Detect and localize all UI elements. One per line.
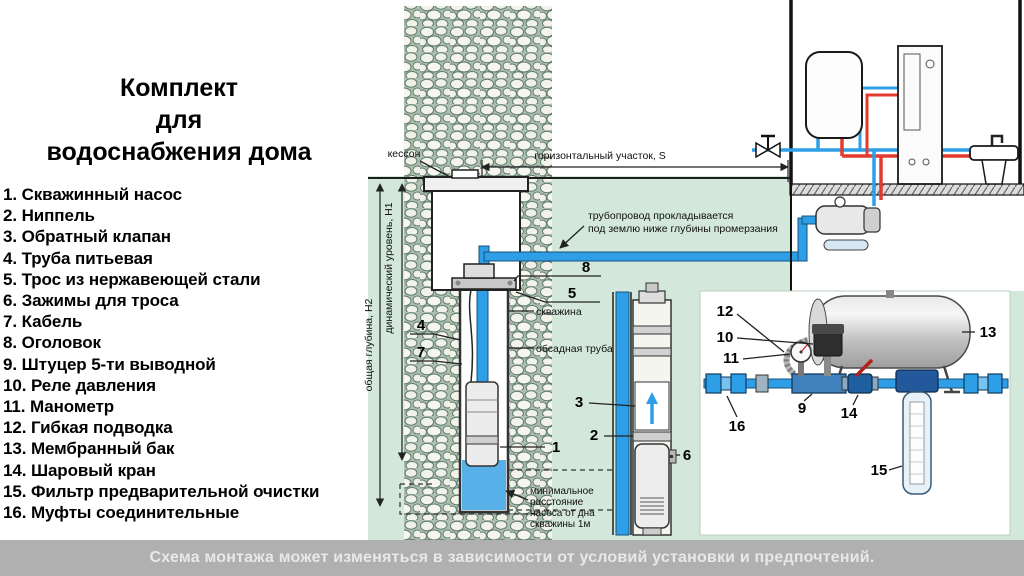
- legend-item: 15. Фильтр предварительной очистки: [3, 481, 320, 501]
- pressure-relay: [812, 324, 844, 376]
- shower-column: [897, 45, 943, 185]
- callout-10: 10: [717, 329, 734, 346]
- label-min-distance-2: расстояние: [530, 497, 584, 508]
- reference-lines: [399, 469, 613, 515]
- depth-dimensions: общая глубина, Н2 динамический уровень, …: [363, 183, 407, 507]
- diagram-labels: кессон трубопровод прокладывается под зе…: [388, 148, 778, 530]
- label-horizontal-section: горизонтальный участок, S: [534, 150, 666, 162]
- label-pipeline-2: под землю ниже глубины промерзания: [588, 223, 778, 235]
- callout-9: 9: [798, 400, 806, 417]
- legend-item: 2. Ниппель: [3, 206, 95, 226]
- legend-item: 16. Муфты соединительные: [3, 503, 240, 523]
- exterior-tap: [755, 134, 781, 159]
- callout-16: 16: [729, 418, 746, 435]
- page-title: Комплект для водоснабжения дома: [46, 74, 312, 166]
- callout-5: 5: [568, 285, 576, 302]
- legend-item: 10. Реле давления: [3, 375, 156, 395]
- pump-detail: [612, 282, 677, 536]
- legend-item: 8. Оголовок: [3, 333, 101, 353]
- legend-item: 1. Скважинный насос: [3, 185, 182, 204]
- legend-item: 11. Манометр: [3, 397, 114, 417]
- water-heater: [805, 51, 863, 139]
- callout-15: 15: [871, 462, 888, 479]
- five-way-fitting: [791, 373, 847, 394]
- horizontal-dimension: горизонтальный участок, S: [481, 150, 789, 182]
- callouts: 1 2 3 4 5 6 7 8 9 10 11 12 13: [410, 259, 996, 479]
- legend-item: 5. Трос из нержавеющей стали: [3, 269, 261, 289]
- pre-filter: [895, 369, 939, 495]
- callout-1: 1: [552, 439, 560, 456]
- label-min-distance-1: минимальное: [530, 486, 594, 497]
- label-kesson: кессон: [388, 148, 421, 160]
- nipple: [645, 282, 659, 293]
- label-pipeline-1: трубопровод прокладывается: [588, 210, 733, 222]
- callout-14: 14: [841, 405, 858, 422]
- footer-note: Схема монтажа может изменяться в зависим…: [0, 540, 1024, 576]
- house: [752, 0, 1024, 291]
- callout-3: 3: [575, 394, 583, 411]
- label-casing: обсадная труба: [536, 343, 613, 355]
- ball-valve: [841, 358, 879, 394]
- pump-station: [815, 196, 881, 251]
- label-well: скважина: [536, 306, 582, 318]
- station-gauge: [834, 196, 846, 208]
- legend-item: 6. Зажимы для троса: [3, 291, 179, 311]
- house-floor: [789, 183, 1024, 196]
- sink: [969, 134, 1019, 185]
- borehole-pump: [465, 381, 499, 467]
- label-dynamic-level: динамический уровень, Н1: [383, 202, 395, 333]
- footer-text: Схема монтажа может изменяться в зависим…: [149, 549, 875, 566]
- union-nut: [755, 374, 769, 393]
- legend-item: 12. Гибкая подводка: [3, 418, 173, 438]
- callout-6: 6: [683, 447, 691, 464]
- callout-13: 13: [980, 324, 997, 341]
- pump-cable: [468, 289, 474, 383]
- legend-item: 3. Обратный клапан: [3, 227, 171, 247]
- coupling-left: [705, 373, 747, 394]
- label-min-distance-3: насоса от дна: [530, 508, 595, 519]
- coupling-right: [963, 373, 1003, 394]
- legend-item: 7. Кабель: [3, 312, 83, 332]
- drinking-pipe: [476, 289, 489, 386]
- equipment-detail: [699, 290, 1011, 536]
- callout-12: 12: [717, 303, 734, 320]
- legend-item: 4. Труба питьевая: [3, 248, 153, 268]
- label-min-distance-4: скважины 1м: [530, 519, 590, 530]
- callout-8: 8: [582, 259, 590, 276]
- pressure-gauge: [790, 341, 812, 376]
- legend-item: 14. Шаровый кран: [3, 460, 156, 480]
- legend-item: 9. Штуцер 5-ти выводной: [3, 354, 216, 374]
- callout-11: 11: [723, 350, 739, 367]
- label-total-depth: общая глубина, Н2: [363, 298, 375, 391]
- pump-motor: [634, 443, 670, 529]
- callout-4: 4: [417, 317, 426, 334]
- callout-7: 7: [417, 344, 425, 361]
- well: [458, 286, 510, 514]
- sink-faucet: [990, 134, 1004, 146]
- legend-item: 13. Мембранный бак: [3, 439, 175, 459]
- legend-list: 1. Скважинный насос 2. Ниппель 3. Обратн…: [3, 184, 320, 523]
- callout-2: 2: [590, 427, 598, 444]
